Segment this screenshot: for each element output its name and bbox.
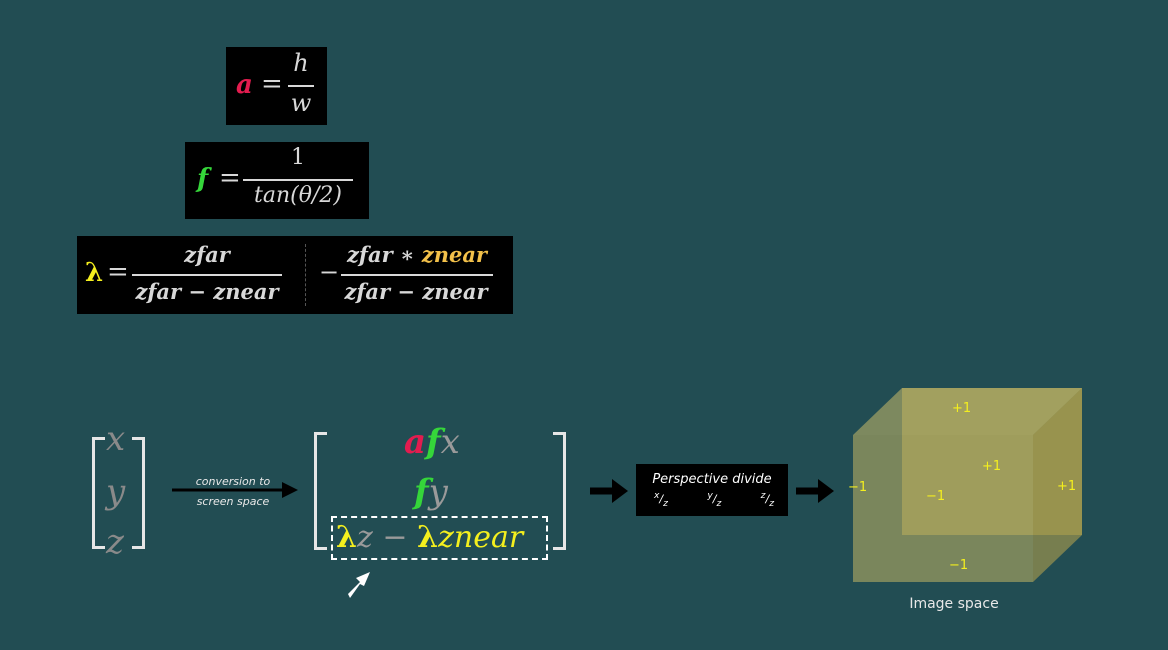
- matrix-row3: λz − λznear: [336, 520, 523, 555]
- eq-lambda-bar1: [132, 274, 282, 276]
- cube-label-front: +1: [982, 459, 1002, 474]
- input-vector-y: y: [106, 472, 126, 512]
- cube-label-top: +1: [952, 401, 972, 416]
- matrix-row1-a: a: [404, 422, 427, 462]
- pd-term-y: y/z: [707, 490, 722, 509]
- eq-a-equals: =: [261, 69, 283, 99]
- cube-label-back: −1: [926, 489, 946, 504]
- eq-a-denominator: w: [290, 89, 312, 117]
- matrix-row2: fy: [414, 472, 448, 512]
- eq-lambda-lhs: λ: [85, 258, 104, 288]
- matrix-row3-lambda2: λ: [417, 520, 439, 555]
- result-matrix-right-bracket: [553, 432, 566, 550]
- input-vector-x: x: [106, 419, 126, 459]
- pd-term-x: x/z: [654, 490, 668, 509]
- matrix-row1-x: x: [440, 422, 460, 462]
- conversion-label: conversion to screen space: [178, 472, 288, 512]
- input-vector-z: z: [106, 522, 124, 562]
- eq-f-denominator: tan(θ/2): [254, 183, 342, 208]
- arrow-right-icon: [796, 479, 834, 503]
- image-space-caption: Image space: [909, 596, 999, 612]
- arrow-right-icon: [590, 479, 628, 503]
- cube-label-left: −1: [848, 480, 868, 495]
- eq-a-box: a = h w: [226, 47, 327, 125]
- cube-label-right: +1: [1057, 479, 1077, 494]
- eq-lambda-num2: zfar ∗ znear: [339, 242, 495, 267]
- image-space-cube: [853, 388, 1082, 582]
- input-vector-left-bracket: [92, 437, 105, 549]
- result-matrix-left-bracket: [314, 432, 327, 550]
- eq-a-lhs: a: [236, 70, 253, 100]
- eq-lambda-equals: =: [107, 257, 129, 287]
- cube-top-face: [853, 388, 1082, 435]
- eq-a-numerator: h: [293, 49, 309, 77]
- eq-f-box: f = 1 tan(θ/2): [185, 142, 369, 219]
- matrix-row2-f: f: [414, 472, 429, 512]
- eq-f-lhs: f: [197, 164, 209, 194]
- eq-lambda-den2: zfar − znear: [344, 279, 488, 304]
- eq-f-equals: =: [219, 163, 241, 193]
- arrow-right-icon: [172, 482, 298, 498]
- conversion-label-line2: screen space: [196, 495, 270, 508]
- matrix-row2-y: y: [428, 472, 448, 512]
- perspective-divide-title: Perspective divide: [652, 472, 772, 487]
- perspective-divide-box: Perspective divide x/z y/z z/z: [636, 464, 788, 516]
- eq-lambda-box: λ = zfar zfar − znear − zfar ∗ znear zfa…: [77, 236, 513, 314]
- input-vector-right-bracket: [132, 437, 145, 549]
- perspective-divide-terms: x/z y/z z/z: [654, 490, 774, 509]
- cube-right-face: [1033, 388, 1082, 582]
- eq-f-numerator: 1: [291, 145, 305, 170]
- matrix-row3-highlight: [331, 516, 548, 560]
- eq-lambda-minus: −: [319, 258, 340, 286]
- cube-label-bottom: −1: [949, 558, 969, 573]
- cube-front-face: [853, 435, 1033, 582]
- conversion-label-line1: conversion to: [195, 475, 271, 488]
- eq-f-fraction-bar: [243, 179, 353, 181]
- matrix-row3-z: z −: [357, 520, 418, 555]
- cursor-arrow-icon: [348, 572, 370, 598]
- matrix-row1-f: f: [426, 422, 441, 462]
- eq-lambda-num1: zfar: [184, 242, 230, 267]
- pd-term-z: z/z: [760, 490, 774, 509]
- eq-a-fraction-bar: [288, 85, 314, 87]
- matrix-row3-znear: znear: [438, 520, 524, 555]
- eq-lambda-den1: zfar − znear: [135, 279, 279, 304]
- eq-lambda-num2-zfar: zfar ∗: [347, 242, 422, 267]
- matrix-row1: afx: [404, 422, 460, 462]
- eq-lambda-separator: [305, 244, 306, 306]
- matrix-row3-lambda1: λ: [336, 520, 358, 555]
- eq-lambda-bar2: [341, 274, 493, 276]
- eq-lambda-num2-znear: znear: [421, 242, 487, 267]
